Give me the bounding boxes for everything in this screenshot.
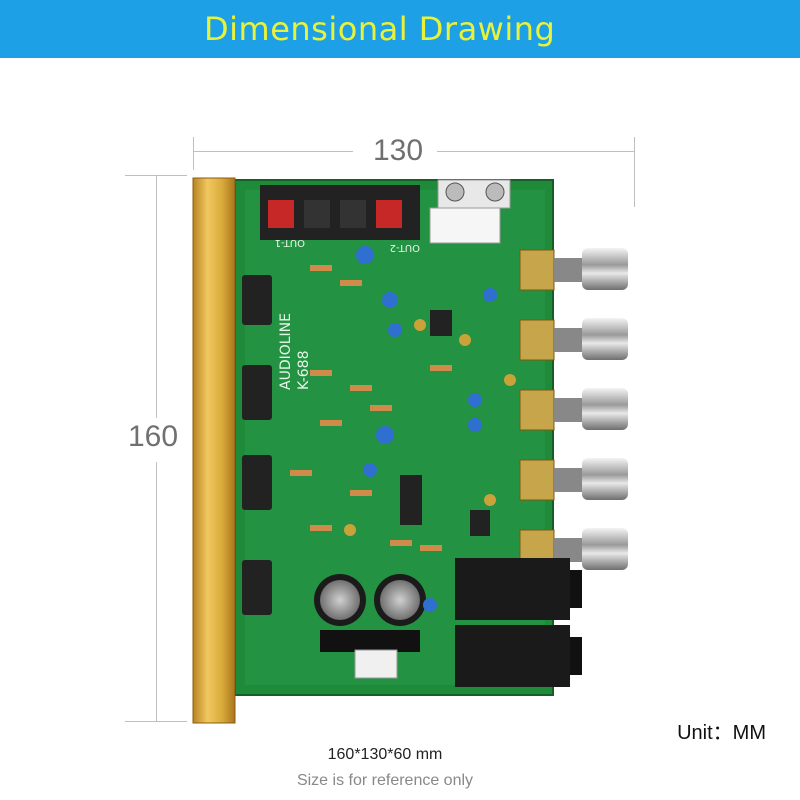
filter-capacitors bbox=[314, 574, 426, 652]
amplifier-board-drawing: OUT-1 OUT-2 AUDIOLINE K-688 bbox=[192, 177, 628, 724]
heatsink bbox=[193, 178, 235, 723]
small-components bbox=[290, 246, 516, 612]
width-dimension-line-left bbox=[193, 151, 353, 152]
microphone-jacks bbox=[455, 558, 582, 687]
width-dimension-tick-left bbox=[193, 137, 194, 170]
height-dimension-line-top bbox=[156, 175, 157, 418]
amplifier-board-image: OUT-1 OUT-2 AUDIOLINE K-688 bbox=[190, 170, 640, 725]
power-transistors bbox=[242, 275, 272, 615]
silkscreen-model: AUDIOLINE bbox=[278, 313, 294, 390]
potentiometer-knobs bbox=[519, 248, 628, 571]
height-dimension-tick-bottom bbox=[125, 721, 187, 722]
height-dimension-tick-top bbox=[125, 175, 187, 176]
width-dimension-label: 130 bbox=[373, 134, 424, 167]
height-dimension-line-bottom bbox=[156, 462, 157, 722]
speaker-terminals bbox=[260, 185, 420, 240]
power-connector bbox=[354, 649, 398, 679]
height-dimension-label: 160 bbox=[128, 420, 179, 453]
width-dimension-line-right bbox=[437, 151, 635, 152]
heatsink-edge bbox=[192, 177, 236, 724]
rca-input-jacks bbox=[429, 179, 511, 244]
title-banner: Dimensional Drawing bbox=[0, 0, 800, 58]
size-primary-label: 160*130*60 mm bbox=[327, 746, 443, 763]
unit-label: Unit：MM bbox=[677, 722, 766, 744]
page-title: Dimensional Drawing bbox=[204, 10, 556, 48]
silkscreen-model-code: K-688 bbox=[296, 351, 312, 390]
silkscreen-out1: OUT-1 bbox=[275, 237, 305, 248]
size-secondary-label: Size is for reference only bbox=[296, 772, 474, 789]
silkscreen-out2: OUT-2 bbox=[390, 242, 420, 253]
width-dimension-tick-right bbox=[634, 137, 635, 207]
